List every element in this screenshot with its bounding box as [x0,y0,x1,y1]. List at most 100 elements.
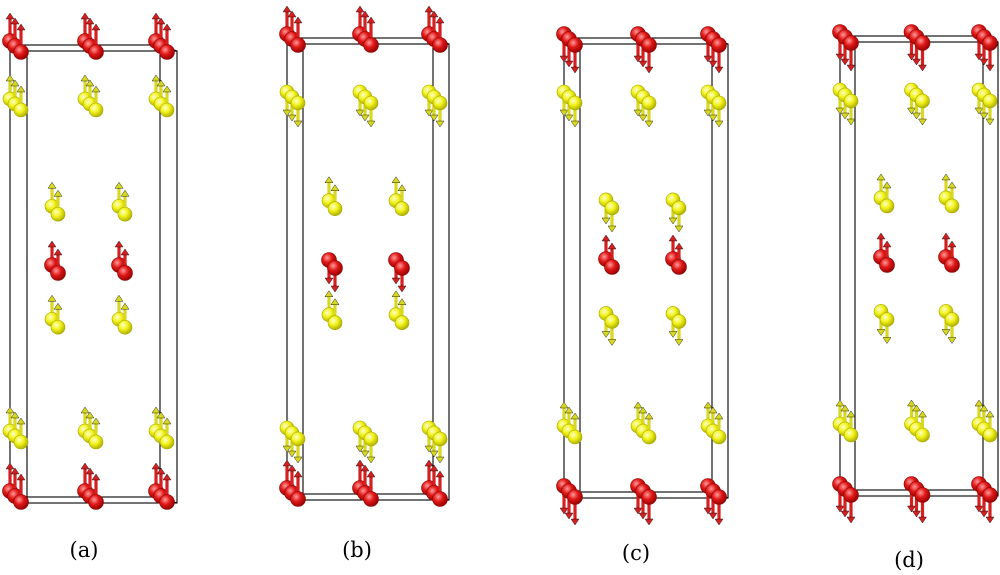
yellow-upper-0-arrow-0-head [559,109,569,117]
yellow-upper-2-arrow-1-head [979,112,989,120]
red-top-0-atom-2 [13,44,29,60]
yellow-upper-1-atom-2 [88,102,104,118]
yellow-mid-top-1-arrow-0-head [668,217,678,225]
red-bottom-2-arrow-0-head [703,507,713,515]
yellow-mid-bottom-1-arrow-0-head [941,329,951,336]
yellow-lower-1-atom-2 [363,431,379,447]
red-bottom-2-arrow-0-head [974,505,984,513]
yellow-lower-0-arrow-1-head [564,406,574,414]
yellow-mid-bottom-0-arrow-0-head [876,329,886,336]
red-bottom-2-atom-2 [159,494,175,510]
yellow-upper-0-arrow-2-head [570,120,580,128]
red-bottom-0-arrow-2-head [570,518,580,526]
red-mid-1-atom-1 [944,257,960,273]
yellow-mid-bottom-1-atom-1 [117,319,133,335]
yellow-mid-bottom-1-arrow-0-head [114,294,124,302]
red-bottom-2-arrow-1-head [979,510,989,518]
yellow-mid-top-0-atom-1 [604,200,620,216]
yellow-upper-2-arrow-2-head [435,120,445,128]
yellow-lower-2-arrow-0-head [424,445,434,453]
red-top-1-arrow-0-head [80,12,90,20]
red-bottom-2-arrow-2-head [714,518,724,526]
yellow-mid-top-0-arrow-1-head [607,225,617,233]
red-bottom-2-atom-2 [982,487,998,503]
red-mid-1-arrow-1-head [120,248,130,256]
yellow-upper-1-arrow-2-head [918,118,927,126]
yellow-upper-2-atom-2 [159,102,175,118]
red-bottom-1-atom-2 [914,487,931,503]
red-bottom-0-arrow-2-head [293,470,303,478]
yellow-lower-1-arrow-1-head [85,411,95,419]
red-top-2-arrow-2-head [435,16,445,24]
red-top-0-arrow-0-head [282,5,292,13]
red-bottom-1-atom-2 [641,489,657,505]
yellow-lower-1-atom-2 [88,434,104,450]
red-mid-1-atom-1 [117,265,133,281]
red-mid-1-arrow-1-head [674,242,684,250]
red-bottom-1-arrow-1-head [85,467,95,475]
red-top-0-arrow-1-head [287,10,297,18]
yellow-lower-0-arrow-2-head [846,410,856,418]
yellow-mid-bottom-0-arrow-0-head [324,290,334,297]
yellow-upper-1-atom-2 [363,95,379,111]
red-top-1-arrow-2-head [91,23,101,31]
red-bottom-1-arrow-1-head [912,510,921,518]
red-top-2-atom-2 [711,37,727,53]
yellow-lower-0-arrow-2-head [16,417,26,425]
red-mid-0-arrow-1-head [53,248,63,256]
yellow-mid-top-1-atom-1 [117,206,133,222]
red-bottom-0-atom-2 [290,491,306,507]
red-top-1-atom-2 [914,35,931,51]
yellow-lower-1-arrow-2-head [644,412,654,420]
yellow-upper-2-arrow-0-head [703,109,713,117]
red-top-0-atom-2 [843,35,859,51]
yellow-upper-1-arrow-1-head [912,112,921,120]
red-bottom-0-arrow-1-head [287,464,297,472]
yellow-mid-bottom-1-arrow-1-head [120,302,130,310]
yellow-upper-0-arrow-1-head [10,79,20,87]
red-top-2-arrow-1-head [979,58,989,66]
yellow-lower-0-arrow-1-head [10,411,20,419]
red-top-1-arrow-0-head [907,53,916,61]
red-top-1-arrow-0-head [355,5,365,13]
panel-label-a: (a) [70,538,99,562]
yellow-mid-top-0-atom-1 [50,206,66,222]
yellow-upper-0-arrow-2-head [16,85,26,93]
red-top-1-atom-2 [641,37,657,53]
yellow-mid-top-1-arrow-1-head [120,189,130,197]
red-bottom-2-atom-2 [432,491,448,507]
red-top-2-arrow-1-head [708,60,718,68]
panel-c [556,26,729,526]
red-bottom-0-atom-2 [567,489,583,505]
red-bottom-2-arrow-1-head [708,512,718,520]
red-bottom-0-arrow-1-head [10,467,20,475]
red-mid-0-arrow-1-head [607,242,617,250]
yellow-mid-bottom-1-arrow-0-head [391,290,401,297]
red-bottom-0-atom-2 [13,494,29,510]
yellow-mid-bottom-0-arrow-0-head [47,294,57,302]
yellow-mid-bottom-1-arrow-1-head [947,337,957,344]
yellow-mid-top-1-arrow-0-head [114,181,124,189]
yellow-lower-2-atom-2 [982,427,998,443]
yellow-lower-0-atom-2 [13,434,29,450]
yellow-mid-top-0-arrow-1-head [53,189,63,197]
red-bottom-0-arrow-1-head [564,512,574,520]
red-top-2-arrow-2-head [985,64,995,72]
yellow-upper-2-arrow-1-head [429,114,439,122]
yellow-lower-1-arrow-1-head [912,404,921,412]
red-top-0-arrow-2-head [570,66,580,74]
yellow-lower-2-arrow-1-head [429,450,439,458]
red-top-1-arrow-2-head [366,16,376,24]
yellow-upper-1-arrow-0-head [80,74,90,82]
yellow-lower-1-arrow-1-head [638,406,648,414]
red-mid-1-atom-1 [671,259,687,275]
yellow-lower-0-atom-2 [290,431,306,447]
red-top-0-arrow-1-head [10,17,20,25]
yellow-upper-0-arrow-1-head [840,112,850,120]
red-bottom-0-arrow-2-head [16,473,26,481]
red-mid-0-arrow-0-head [47,240,57,248]
yellow-mid-top-1-atom-1 [394,201,410,217]
yellow-lower-1-arrow-0-head [907,399,916,407]
red-bottom-1-arrow-0-head [633,507,643,515]
red-top-0-arrow-2-head [846,64,856,72]
